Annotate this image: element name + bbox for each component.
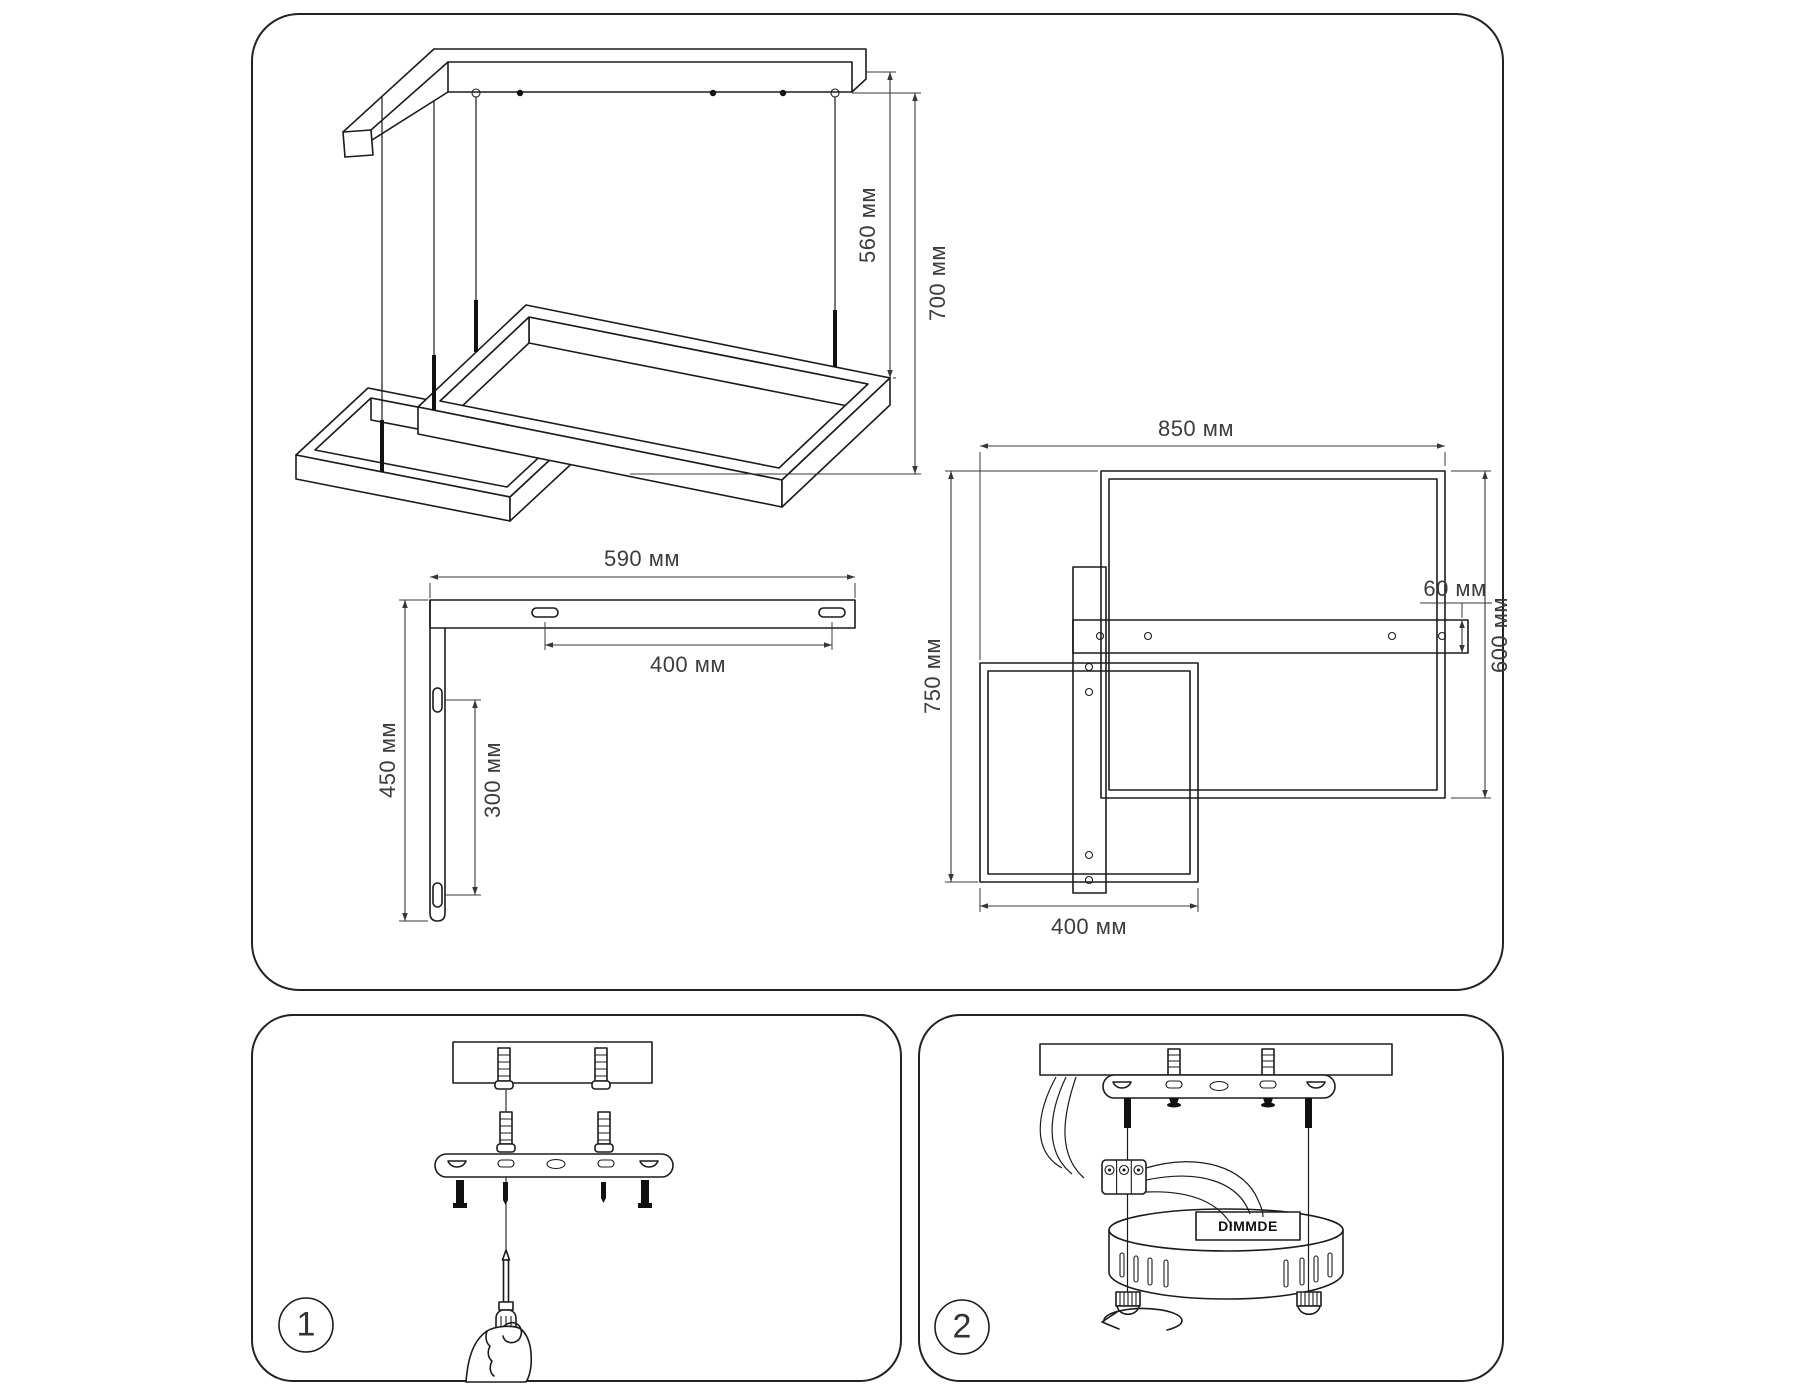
mounting-plate	[434, 1153, 674, 1178]
step2-drawing	[934, 1043, 1393, 1355]
dim-600: 600 мм	[1487, 596, 1512, 674]
terminal-block	[1101, 1159, 1147, 1195]
bracket-front-view	[399, 574, 856, 922]
dim-750: 750 мм	[920, 637, 945, 715]
driver-label-box	[1195, 1211, 1301, 1241]
cables	[1039, 1076, 1264, 1227]
step-2-panel	[918, 1014, 1504, 1382]
dim-590: 590 мм	[603, 546, 681, 571]
dim-450: 450 мм	[375, 721, 400, 799]
driver-canopy	[1108, 1208, 1344, 1300]
dim-850: 850 мм	[1157, 416, 1235, 441]
step2-number: 2	[952, 1307, 972, 1346]
suspension-rod	[1124, 1098, 1131, 1128]
dim-400-bracket: 400 мм	[649, 652, 727, 677]
dimensions-panel	[251, 13, 1504, 991]
wall-plug-loose	[496, 1111, 614, 1153]
step2-badge-circle	[934, 1299, 990, 1355]
dim-400-plan: 400 мм	[1050, 914, 1128, 939]
plan-view	[945, 443, 1492, 912]
isometric-view	[295, 48, 921, 522]
hand	[465, 1321, 533, 1383]
step1-number: 1	[296, 1305, 316, 1344]
driver-label: DIMMDE	[1218, 1218, 1278, 1234]
fixing-screws	[1167, 1048, 1275, 1076]
dim-560: 560 мм	[855, 186, 880, 264]
step1-drawing	[278, 1041, 674, 1383]
dim-300: 300 мм	[480, 741, 505, 819]
screws	[453, 1180, 652, 1208]
mounting-plate-fixed	[1102, 1074, 1336, 1099]
step1-badge-circle	[278, 1297, 334, 1353]
dim-700: 700 мм	[925, 244, 950, 322]
rotate-arrow	[1101, 1307, 1183, 1331]
suspension-rod	[1305, 1098, 1312, 1128]
step-1-panel	[251, 1014, 902, 1382]
wall-plug-in-ceiling	[494, 1047, 611, 1090]
dim-60: 60 мм	[1423, 576, 1487, 601]
